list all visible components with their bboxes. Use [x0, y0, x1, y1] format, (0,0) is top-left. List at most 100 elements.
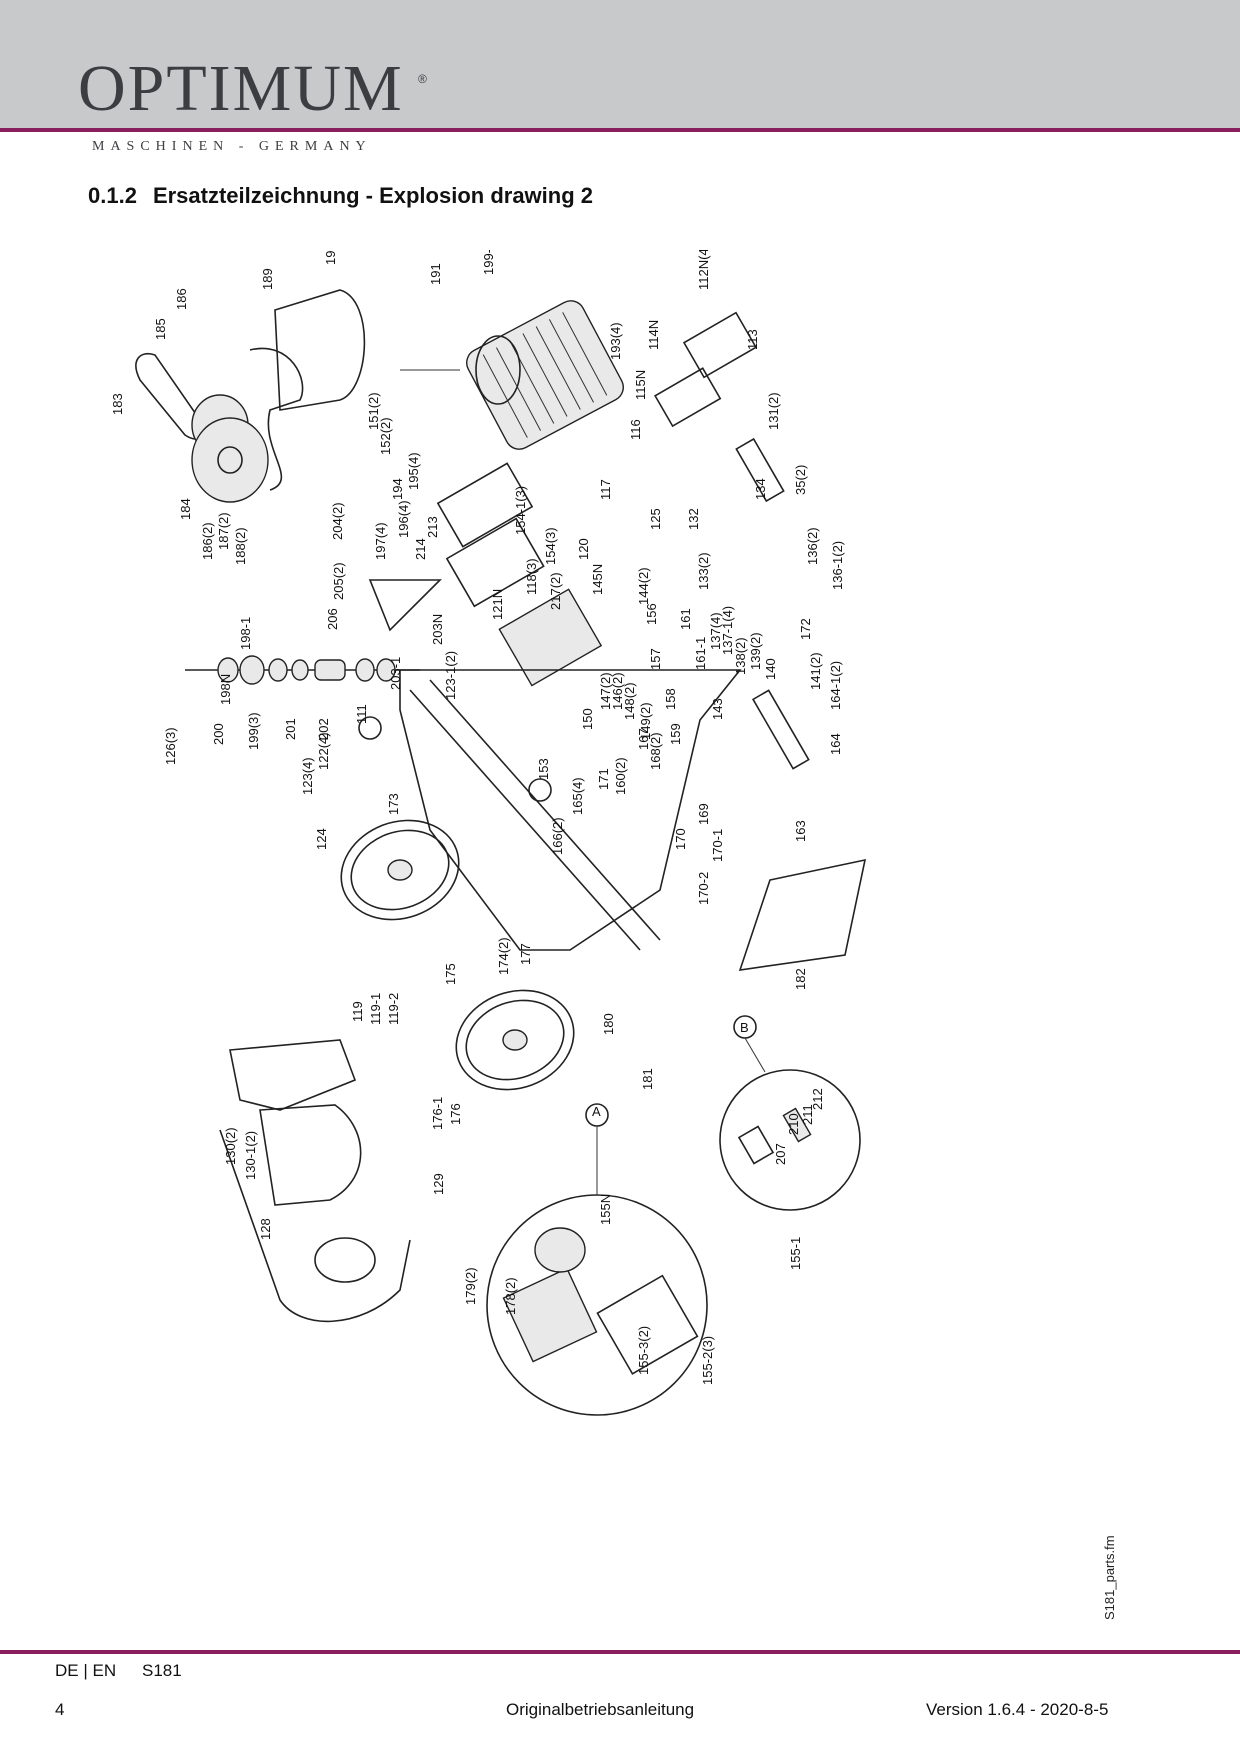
callout-190: 190: [323, 250, 338, 265]
callout-165-4: 165(4): [570, 777, 585, 815]
callout-115n: 115N: [633, 370, 648, 400]
callout-193-4: 193(4): [608, 322, 623, 360]
detail-a: [486, 1103, 708, 1416]
callout-137-1-4: 137-1(4): [720, 606, 735, 655]
callout-175: 175: [443, 963, 458, 985]
callout-158: 158: [663, 688, 678, 710]
callout-168-2: 168(2): [648, 732, 663, 770]
callout-207: 207: [773, 1143, 788, 1165]
callout-labels: 190 189 186 185 183 184 186(2) 187(2) 18…: [110, 250, 845, 1385]
callout-132: 132: [686, 508, 701, 530]
callout-212: 212: [810, 1088, 825, 1110]
exploded-parts-drawing: 190 189 186 185 183 184 186(2) 187(2) 18…: [110, 250, 867, 1416]
callout-155-3-2: 155-3(2): [636, 1326, 651, 1375]
callout-123-1-2: 123-1(2): [443, 651, 458, 700]
callout-136-2: 136(2): [805, 527, 820, 565]
callout-130-1-2: 130-1(2): [243, 1131, 258, 1180]
callout-a: A: [592, 1104, 601, 1119]
callout-136-1-2: 136-1(2): [830, 541, 845, 590]
callout-143: 143: [710, 698, 725, 720]
pulley-hub: [217, 446, 243, 474]
callout-146-2: 146(2): [610, 672, 625, 710]
callout-210: 210: [786, 1113, 801, 1135]
callout-177: 177: [518, 943, 533, 965]
callout-170-1: 170-1: [710, 829, 725, 862]
callout-194: 194: [390, 478, 405, 500]
callout-179-2: 179(2): [463, 1267, 478, 1305]
callout-164-1-2: 164-1(2): [828, 661, 843, 710]
marker-a: [528, 778, 552, 802]
callout-b: B: [740, 1020, 749, 1035]
footer-accent-line: [0, 1650, 1240, 1654]
callout-161: 161: [678, 608, 693, 630]
callout-147-2: 147(2): [598, 672, 613, 710]
callout-170: 170: [673, 828, 688, 850]
guide-arm: [735, 437, 785, 503]
callout-166-2: 166(2): [550, 817, 565, 855]
callout-152-2: 152(2): [378, 417, 393, 455]
callout-160-2: 160(2): [613, 757, 628, 795]
callout-119-1: 119-1: [368, 993, 383, 1025]
callout-125: 125: [648, 508, 663, 530]
callout-171: 171: [596, 768, 611, 790]
wheel-upper: [340, 819, 460, 921]
motor: [400, 300, 624, 450]
callout-123-4: 123(4): [300, 757, 315, 795]
callout-122-4: 122(4): [316, 732, 331, 770]
callout-119: 119: [350, 1001, 365, 1022]
callout-167: 167: [636, 728, 651, 750]
motor-flange: [475, 335, 521, 405]
footer-language: DE | EN: [55, 1661, 117, 1680]
callout-154-3: 154(3): [543, 527, 558, 565]
callout-155-2-3: 155-2(3): [700, 1336, 715, 1385]
saw-frame: [399, 669, 742, 951]
cover-bracket: [249, 347, 304, 491]
callout-113: 113: [745, 329, 760, 350]
gearbox: [498, 588, 603, 687]
work-table: [738, 858, 867, 971]
callout-176-1: 176-1: [430, 1097, 445, 1130]
callout-131-2: 131(2): [766, 392, 781, 430]
callout-183: 183: [110, 393, 125, 415]
callout-144-2: 144(2): [636, 567, 651, 605]
callout-134: 134: [753, 478, 768, 500]
callout-195-4: 195(4): [406, 452, 421, 490]
callout-206: 206: [325, 608, 340, 630]
callout-205-2: 205(2): [331, 562, 346, 600]
callout-150: 150: [580, 708, 595, 730]
logo-tagline: MASCHINEN - GERMANY: [92, 139, 372, 154]
page-number: 4: [55, 1700, 65, 1719]
callout-170-2: 170-2: [696, 872, 711, 905]
callout-163: 163: [793, 820, 808, 842]
callout-201: 201: [283, 718, 298, 740]
callout-140: 140: [763, 658, 778, 680]
callout-203n: 203N: [430, 614, 445, 645]
callout-213: 213: [425, 516, 440, 538]
callout-130-2: 130(2): [223, 1127, 238, 1165]
footer-document-title: Originalbetriebsanleitung: [506, 1700, 695, 1719]
callout-161-1: 161-1: [693, 637, 708, 670]
callout-129: 129: [431, 1173, 446, 1195]
wheel-lower: [455, 989, 575, 1091]
section-title: Ersatzteilzeichnung - Explosion drawing …: [152, 183, 594, 208]
callout-35-2: 35(2): [793, 465, 808, 495]
callout-202: 202: [316, 718, 331, 740]
footer-version: Version 1.6.4 - 2020-8-5: [926, 1700, 1109, 1719]
callout-200: 200: [211, 723, 226, 745]
footer-model: S181: [142, 1661, 182, 1680]
triangle-bracket: [368, 579, 442, 632]
section-heading: 0.1.2 Ersatzteilzeichnung - Explosion dra…: [88, 183, 593, 209]
callout-173: 173: [386, 793, 401, 815]
section-number: 0.1.2: [88, 183, 137, 208]
callout-128: 128: [258, 1218, 273, 1240]
shaft-assembly: [185, 655, 420, 685]
logo-registered-mark: ®: [418, 72, 427, 86]
callout-155-1: 155-1: [788, 1237, 803, 1270]
callout-141-2: 141(2): [808, 652, 823, 690]
callout-176: 176: [448, 1103, 463, 1125]
cover-plate: [654, 367, 722, 428]
detail-b: [719, 1015, 861, 1211]
callout-180: 180: [601, 1013, 616, 1035]
callout-196-4: 196(4): [396, 500, 411, 538]
callout-149-2: 149(2): [638, 702, 653, 740]
